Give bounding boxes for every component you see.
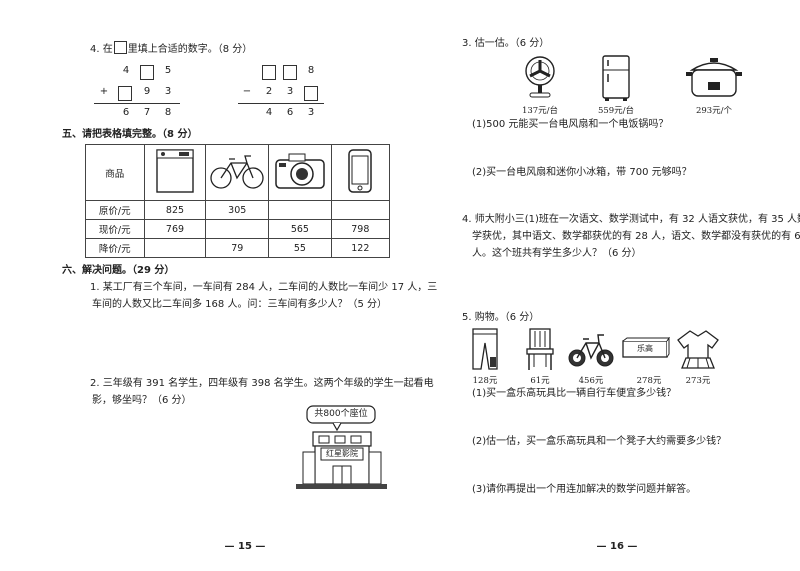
cinema-illustration: 共800个座位 红星影院: [293, 404, 390, 492]
header-cell: 商品: [85, 144, 145, 201]
q3-1: (1)500 元能买一台电风扇和一个电饭锅吗？: [472, 119, 669, 130]
shirt-icon: [676, 328, 720, 374]
q5-3: (3)请你再提出一个用连加解决的数学问题并解答。: [472, 484, 697, 495]
q4-line-3: 人。这个班共有学生多少人？（6 分）: [472, 248, 642, 259]
q4-line-1: 4. 师大附小三(1)班在一次语文、数学测试中，有 32 人语文获优，有 35 …: [462, 214, 800, 225]
left-page: 4. 在里填上合适的数字。（8 分） 4 5 + 9 3 6 7 8 8 − 2…: [62, 41, 437, 552]
q4-line-2: 学获优，其中语文、数学都获优的有 28 人，语文、数学都没有获优的有 6: [472, 231, 800, 242]
problem-1-line-2: 车间的人数又比二车间多 168 人。问：三车间有多少人？（5 分）: [92, 299, 387, 310]
right-page: 3. 估一估。（6 分） 137元/台 559元/台 293元/个 (1)500…: [400, 0, 800, 571]
price-table: 商品 原价/元 825 305 现价/元 769 565: [85, 144, 391, 258]
answer-box[interactable]: [262, 65, 276, 80]
page-number-left: — 15 —: [224, 541, 266, 552]
blank-box-icon: [113, 41, 127, 54]
pants-icon: [470, 327, 500, 375]
phone-icon: [330, 144, 391, 201]
sum-line: [94, 103, 180, 104]
section-5-title: 五、请把表格填完整。（8 分）: [62, 129, 198, 140]
seat-bubble-text: 共800个座位: [314, 409, 368, 419]
mini-fridge-icon: [600, 54, 632, 106]
q3-title: 3. 估一估。（6 分）: [462, 38, 550, 49]
q4-title: 4. 在里填上合适的数字。（8 分）: [90, 41, 252, 57]
q5-title: 5. 购物。（6 分）: [462, 312, 540, 323]
problem-2-line-1: 2. 三年级有 391 名学生，四年级有 398 名学生。这两个年级的学生一起看…: [90, 378, 434, 389]
difference-line: [238, 103, 324, 104]
page-number-right: — 16 —: [596, 541, 638, 552]
bicycle-icon: [205, 144, 270, 201]
lego-box-label: 乐高: [637, 344, 653, 353]
section-6-title: 六、解决问题。（29 分）: [62, 265, 175, 276]
answer-box[interactable]: [283, 65, 297, 80]
washing-machine-icon: [143, 144, 207, 201]
q5-1: (1)买一盒乐高玩具比一辆自行车便宜多少钱？: [472, 388, 677, 399]
chair-icon: [524, 327, 556, 375]
table-blank-cell[interactable]: [330, 200, 391, 220]
q3-2: (2)买一台电风扇和迷你小冰箱，带 700 元够吗？: [472, 167, 692, 178]
problem-1-line-1: 1. 某工厂有三个车间，一车间有 284 人，二车间的人数比一车间少 17 人，…: [90, 282, 438, 293]
answer-box[interactable]: [304, 86, 318, 101]
answer-box[interactable]: [118, 86, 132, 101]
camera-icon: [268, 144, 332, 201]
problem-2-line-2: 影，够坐吗？（6 分）: [92, 395, 192, 406]
table-blank-cell[interactable]: [143, 238, 207, 258]
rice-cooker-icon: [686, 54, 742, 104]
answer-box[interactable]: [140, 65, 154, 80]
electric-fan-icon: [522, 55, 558, 103]
cinema-sign-text: 红星影院: [326, 449, 358, 458]
q5-2: (2)估一估，买一盒乐高玩具和一个凳子大约需要多少钱？: [472, 436, 727, 447]
kids-bicycle-icon: [568, 331, 614, 373]
table-blank-cell[interactable]: [205, 219, 270, 239]
lego-box-icon: 乐高: [621, 337, 671, 359]
table-blank-cell[interactable]: [268, 200, 332, 220]
